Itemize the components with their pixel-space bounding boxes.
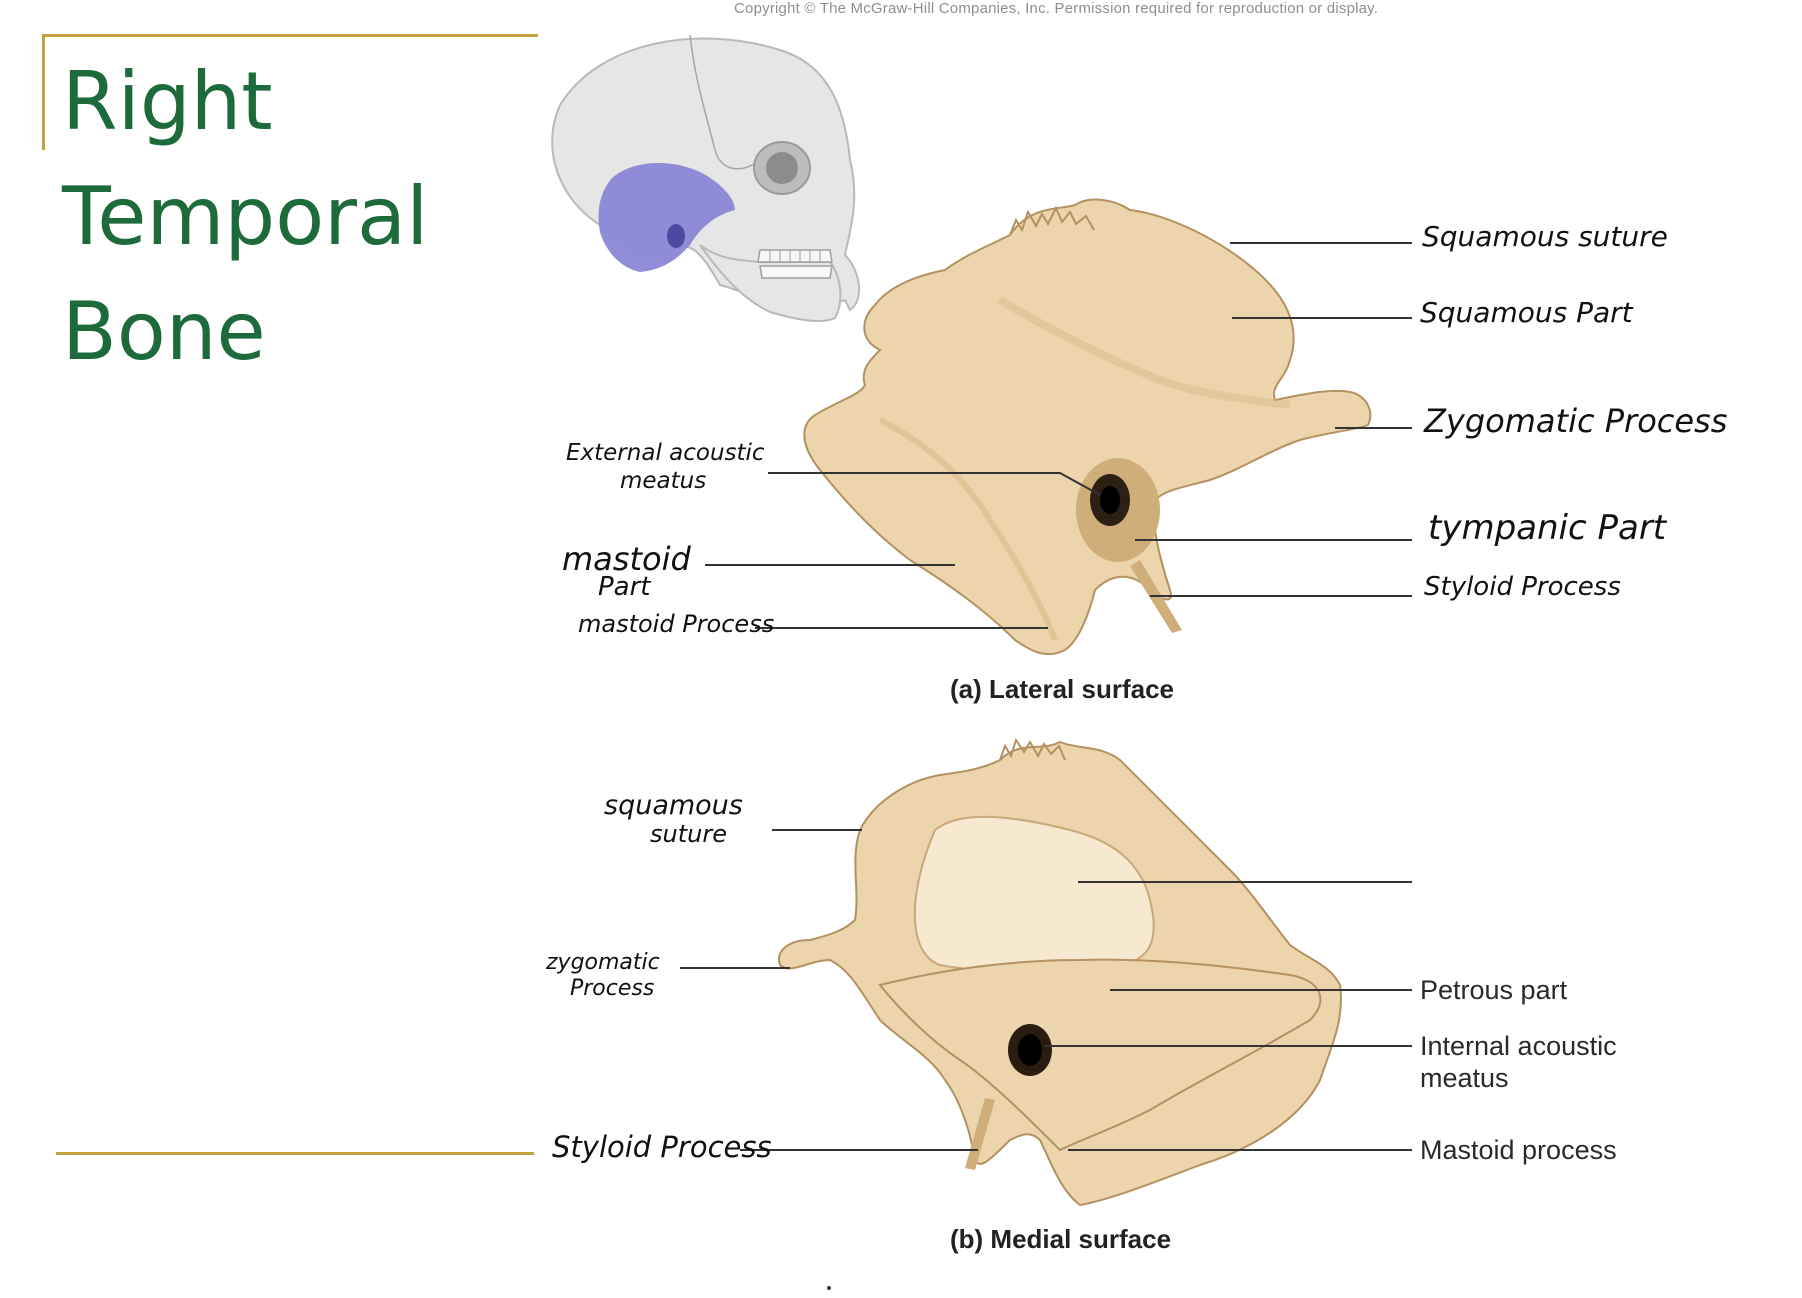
label-b-mastoid-process: Mastoid process [1420, 1135, 1617, 1166]
stray-dot [827, 1286, 831, 1290]
label-a-mastoid-process: mastoid Process [578, 610, 774, 638]
label-b-squamous-suture-line1: squamous [604, 790, 743, 821]
label-a-external-acoustic-line2: meatus [620, 468, 706, 494]
label-b-internal-acoustic-line2: meatus [1420, 1063, 1509, 1094]
label-a-squamous-suture: Squamous suture [1422, 220, 1668, 253]
label-a-squamous-part: Squamous Part [1420, 296, 1633, 329]
lateral-bone-figure [804, 200, 1370, 655]
medial-bone-figure [779, 740, 1341, 1205]
label-b-zygomatic-process-line2: Process [570, 976, 654, 1001]
label-b-squamous-suture-line2: suture [650, 820, 727, 848]
label-a-tympanic-part: tympanic Part [1428, 508, 1666, 548]
label-a-styloid-process: Styloid Process [1424, 572, 1621, 602]
caption-lateral-surface: (a) Lateral surface [950, 674, 1174, 705]
label-b-styloid-process: Styloid Process [552, 1130, 772, 1164]
label-b-zygomatic-process-line1: zygomatic [546, 950, 660, 975]
label-a-zygomatic-process: Zygomatic Process [1424, 402, 1727, 440]
skull-thumbnail [552, 35, 859, 321]
caption-medial-surface: (b) Medial surface [950, 1224, 1171, 1255]
label-b-petrous-part: Petrous part [1420, 975, 1567, 1006]
label-a-mastoid-part-line2: Part [598, 572, 651, 602]
label-a-external-acoustic-line1: External acoustic [566, 440, 765, 466]
label-b-internal-acoustic-line1: Internal acoustic [1420, 1031, 1617, 1062]
